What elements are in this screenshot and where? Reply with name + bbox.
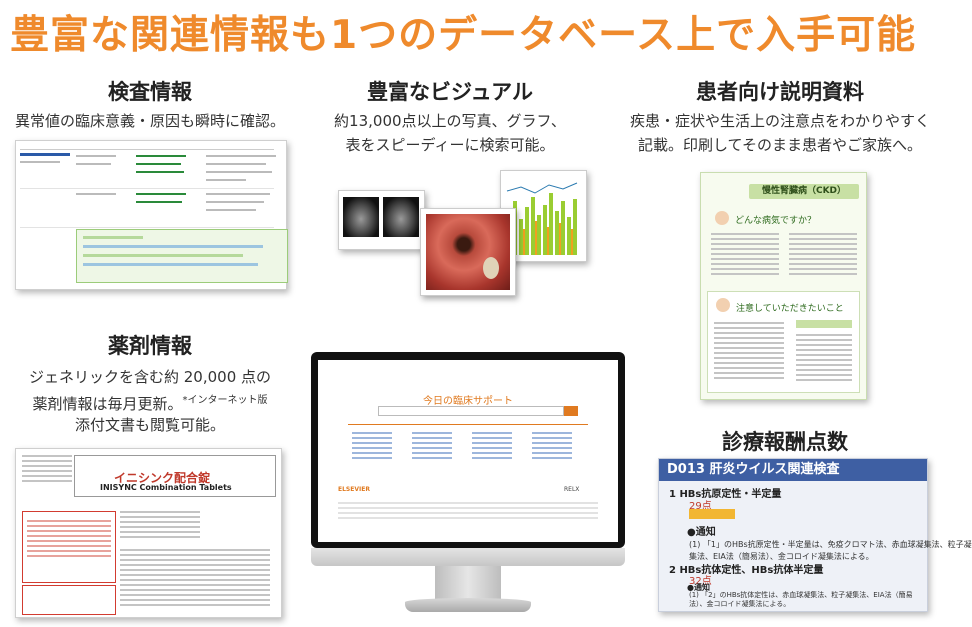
handout-question-2: 注意していただきたいこと bbox=[736, 304, 844, 314]
fee-item-1-note-1: (1) 「1」のHBs抗原定性・半定量は、免疫クロマト法、赤血球凝集法、粒子凝 bbox=[689, 540, 972, 549]
fee-item-1: 1 HBs抗原定性・半定量 bbox=[669, 489, 782, 500]
patient-section-title: 患者向け説明資料 bbox=[696, 80, 864, 104]
monitor-screen: 今日の臨床サポート ELSEVIER RELX bbox=[318, 360, 618, 542]
elsevier-logo: ELSEVIER bbox=[338, 486, 370, 493]
handout-question-1: どんな病気ですか？ bbox=[735, 216, 817, 226]
fee-item-2-points: 32点 bbox=[689, 576, 712, 587]
patient-handout-screenshot: 慢性腎臓病（CKD） どんな病気ですか？ 注意していただきたいこと bbox=[700, 172, 867, 400]
monitor-foot bbox=[405, 598, 531, 612]
exam-highlight-box bbox=[76, 229, 288, 283]
fee-detail-tag bbox=[689, 509, 735, 519]
visual-section-title: 豊富なビジュアル bbox=[367, 80, 533, 104]
site-search-button[interactable] bbox=[564, 406, 578, 416]
drug-brand-name: イニシンク配合錠 bbox=[114, 471, 211, 485]
visual-section-desc-1: 約13,000点以上の写真、グラフ、 bbox=[334, 112, 566, 130]
visual-section-desc-2: 表をスピーディーに検索可能。 bbox=[345, 136, 555, 154]
patient-section-desc-2: 記載。印刷してそのまま患者やご家族へ。 bbox=[637, 136, 923, 154]
drug-section-title: 薬剤情報 bbox=[108, 334, 192, 358]
drug-section-desc-1: ジェネリックを含む約 20,000 点の bbox=[28, 368, 272, 386]
fee-item-2-note-1: (1) 「2」のHBs抗体定性は、赤血球凝集法、粒子凝集法、EIA法（簡易 bbox=[689, 591, 913, 599]
fee-item-1-bullet: ●通知 bbox=[687, 527, 716, 538]
exam-section-title: 検査情報 bbox=[108, 80, 192, 104]
relx-logo: RELX bbox=[564, 486, 580, 493]
handout-title: 慢性腎臓病（CKD） bbox=[749, 184, 859, 199]
fee-item-1-points: 29点 bbox=[689, 501, 712, 512]
site-search-input[interactable] bbox=[378, 406, 564, 416]
fee-item-1-note-2: 集法、EIA法（簡易法）、金コロイド凝集法による。 bbox=[689, 552, 874, 561]
exam-section-desc: 異常値の臨床意義・原因も瞬時に確認。 bbox=[14, 112, 285, 130]
fee-section-title: 診療報酬点数 bbox=[722, 430, 848, 454]
fee-doc-header: D013 肝炎ウイルス関連検査 bbox=[659, 459, 927, 481]
page-headline: 豊富な関連情報も1つのデータベース上で入手可能 bbox=[10, 13, 917, 58]
site-title: 今日の臨床サポート bbox=[423, 396, 513, 407]
drug-brand-english: INISYNC Combination Tablets bbox=[100, 483, 232, 492]
fee-item-2-note-2: 法）、金コロイド凝集法による。 bbox=[689, 600, 791, 608]
endoscopy-photo bbox=[420, 208, 516, 296]
drug-package-insert-screenshot: イニシンク配合錠 INISYNC Combination Tablets bbox=[15, 448, 282, 618]
drug-desc-note: *インターネット版 bbox=[182, 395, 268, 406]
fee-item-2-bullet: ●通知 bbox=[687, 583, 710, 592]
exam-table bbox=[20, 147, 274, 228]
patient-section-desc-1: 疾患・症状や生活上の注意点をわかりやすく bbox=[629, 112, 930, 130]
monitor-chin bbox=[311, 548, 625, 566]
fee-item-2: 2 HBs抗体定性、HBs抗体半定量 bbox=[669, 565, 824, 576]
drug-section-desc-2: 薬剤情報は毎月更新。*インターネット版 bbox=[32, 395, 268, 413]
ultrasound-photo bbox=[338, 190, 425, 250]
exam-info-screenshot bbox=[15, 140, 288, 290]
fee-table-screenshot: D013 肝炎ウイルス関連検査 1 HBs抗原定性・半定量 29点 ●通知 (1… bbox=[658, 458, 972, 612]
drug-section-desc-3: 添付文書も閲覧可能。 bbox=[74, 416, 225, 434]
